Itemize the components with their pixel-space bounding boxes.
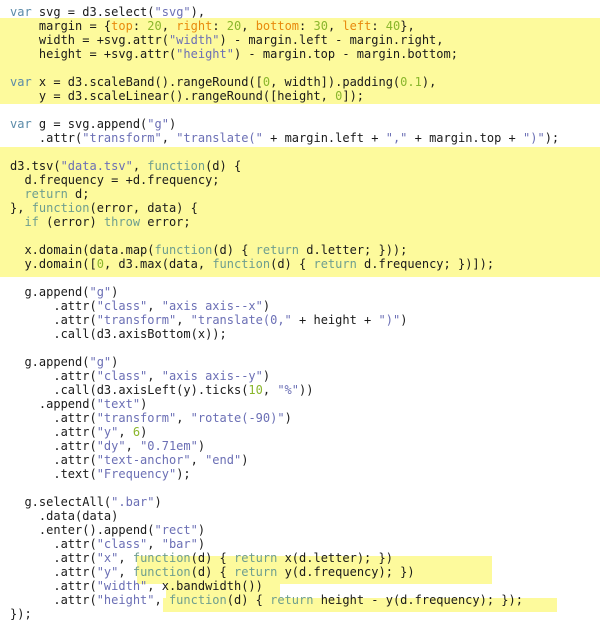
code-line: .attr("y", function(d) { return y(d.freq… xyxy=(10,565,415,579)
code-line: .attr("class", "axis axis--x") xyxy=(10,299,271,313)
code-line xyxy=(10,481,559,495)
code-line: y = d3.scaleLinear().rangeRound([height,… xyxy=(10,89,365,103)
code-line: .enter().append("rect") xyxy=(10,523,206,537)
code-line: .attr("height", function(d) { return hei… xyxy=(10,593,523,607)
code-line: height = +svg.attr("height") - margin.to… xyxy=(10,47,458,61)
code-line: .attr("width", x.bandwidth()) xyxy=(10,579,263,593)
code-line xyxy=(10,103,559,117)
code-line: .attr("y", 6) xyxy=(10,425,148,439)
code-line: .data(data) xyxy=(10,509,119,523)
code-line xyxy=(10,229,559,243)
code-line: .attr("transform", "rotate(-90)") xyxy=(10,411,292,425)
highlight-bar-width xyxy=(166,584,280,598)
highlight-bar-xy xyxy=(137,556,492,584)
code-line: .attr("transform", "translate(0," + heig… xyxy=(10,313,408,327)
code-line xyxy=(10,341,559,355)
code-line: .attr("dy", "0.71em") xyxy=(10,439,206,453)
code-line: }); xyxy=(10,607,32,621)
code-line: x.domain(data.map(function(d) { return d… xyxy=(10,243,408,257)
code-line: margin = {top: 20, right: 20, bottom: 30… xyxy=(10,19,415,33)
code-line: return d; xyxy=(24,187,90,201)
code-line: .call(d3.axisBottom(x)); xyxy=(10,327,227,341)
code-line: d.frequency = +d.frequency; xyxy=(10,173,220,187)
code-line: var x = d3.scaleBand().rangeRound([0, wi… xyxy=(10,75,437,89)
code-line: d3.tsv("data.tsv", function(d) { xyxy=(10,159,242,173)
code-line: g.selectAll(".bar") xyxy=(10,495,162,509)
code-line: if (error) throw error; xyxy=(24,215,191,229)
code-line: g.append("g") xyxy=(10,285,119,299)
code-line: .attr("transform", "translate(" + margin… xyxy=(10,131,560,145)
code-line: .call(d3.axisLeft(y).ticks(10, "%")) xyxy=(10,383,314,397)
code-block: var svg = d3.select("svg"), margin = {to… xyxy=(10,5,559,621)
code-line: var svg = d3.select("svg"), xyxy=(10,5,206,19)
code-line: var g = svg.append("g") xyxy=(10,117,177,131)
highlight-bar-height xyxy=(163,598,557,612)
code-line: .attr("x", function(d) { return x(d.lett… xyxy=(10,551,393,565)
code-line: .append("text") xyxy=(10,397,148,411)
code-line: width = +svg.attr("width") - margin.left… xyxy=(10,33,444,47)
highlight-svg-setup xyxy=(0,18,600,104)
code-line xyxy=(10,271,559,285)
code-line: }, function(error, data) { xyxy=(10,201,198,215)
code-line xyxy=(10,145,559,159)
code-line: y.domain([0, d3.max(data, function(d) { … xyxy=(10,257,495,271)
code-line: .attr("class", "bar") xyxy=(10,537,206,551)
code-line: .attr("class", "axis axis--y") xyxy=(10,369,271,383)
code-line: g.append("g") xyxy=(10,355,119,369)
code-line: .text("Frequency"); xyxy=(10,467,191,481)
code-line: .attr("text-anchor", "end") xyxy=(10,453,249,467)
highlight-tsv-load xyxy=(0,147,600,277)
code-line xyxy=(10,61,559,75)
